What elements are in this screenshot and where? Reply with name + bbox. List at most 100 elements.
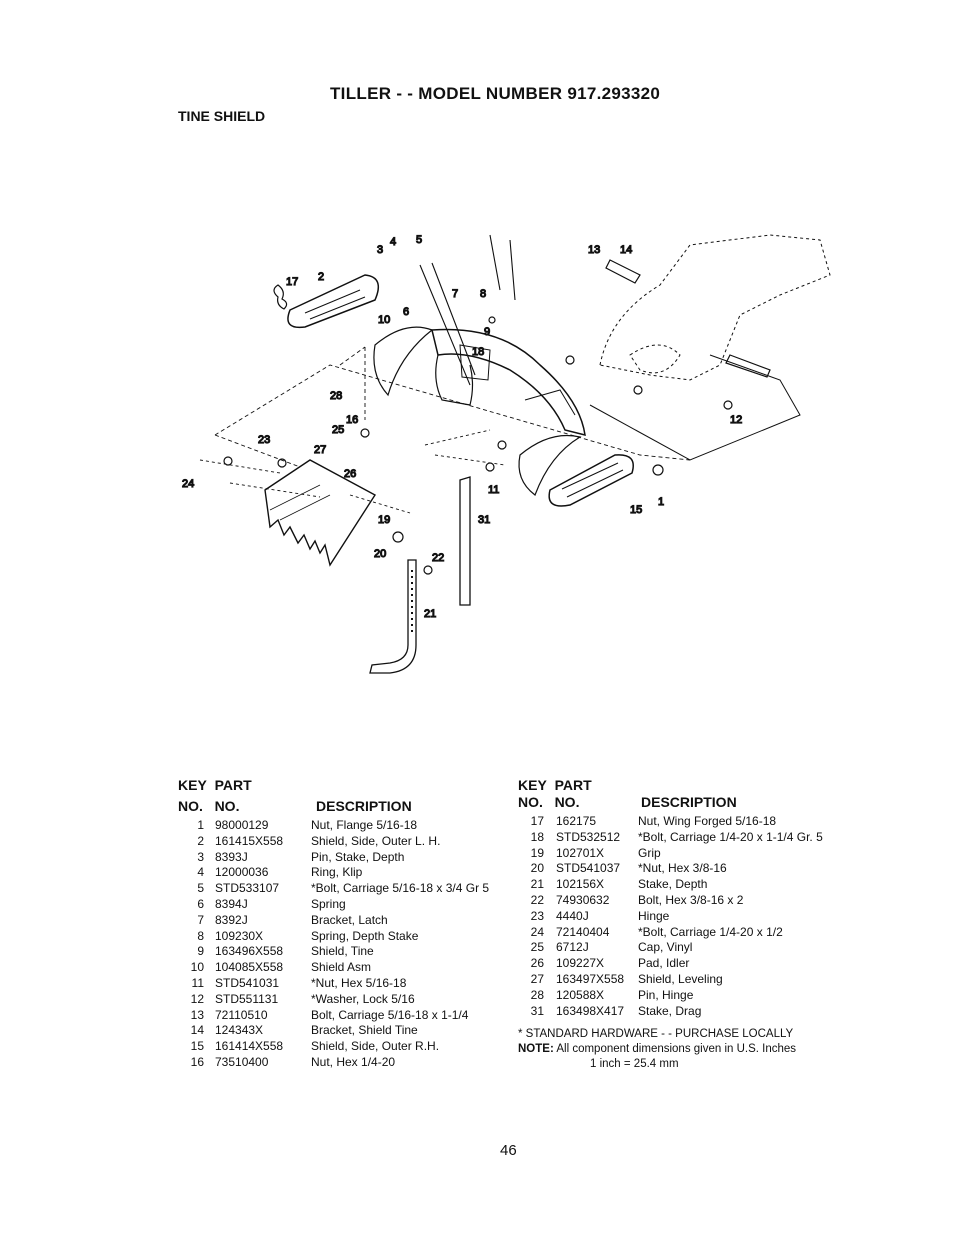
part-description: Pin, Hinge <box>638 987 694 1002</box>
section-title: TINE SHIELD <box>178 108 266 124</box>
part-description: Hinge <box>638 908 670 923</box>
key-number: 4 <box>197 865 204 880</box>
part-description: Bracket, Latch <box>311 912 388 927</box>
note-text: All component dimensions given in U.S. I… <box>556 1043 797 1055</box>
key-number: 2 <box>197 833 204 848</box>
part-number: 8392J <box>215 912 248 927</box>
header-no2: NO. <box>554 794 580 810</box>
callout-8: 8 <box>480 288 486 300</box>
callout-27: 27 <box>314 444 326 456</box>
dimension-note: NOTE: All component dimensions given in … <box>518 1042 796 1057</box>
table-row: 9 163496X558 Shield, Tine <box>178 944 489 960</box>
key-number: 25 <box>530 940 544 955</box>
part-description: Shield, Side, Outer R.H. <box>311 1039 440 1054</box>
key-number: 28 <box>530 987 544 1002</box>
callout-25: 25 <box>332 424 344 436</box>
key-number: 31 <box>530 1003 544 1018</box>
callout-14: 14 <box>620 244 632 256</box>
callout-13: 13 <box>588 244 600 256</box>
part-description: Bolt, Hex 3/8-16 x 2 <box>638 892 744 907</box>
key-number: 15 <box>190 1039 204 1054</box>
right-header-no: NO. NO. <box>518 793 579 811</box>
key-number: 8 <box>197 928 204 943</box>
part-description: Shield, Tine <box>311 944 374 959</box>
part-number: STD533107 <box>215 881 280 896</box>
right-header-key: KEY PART <box>518 776 592 794</box>
key-number: 19 <box>530 845 544 860</box>
part-number: 104085X558 <box>215 960 284 975</box>
key-number: 23 <box>530 908 544 923</box>
standard-hardware-note: * STANDARD HARDWARE - - PURCHASE LOCALLY <box>518 1028 794 1040</box>
key-number: 20 <box>530 861 544 876</box>
exploded-parts-diagram: 1 2 3 4 5 6 7 8 9 10 11 12 13 14 15 16 1… <box>181 233 831 674</box>
callout-10: 10 <box>378 314 390 326</box>
part-description: Nut, Flange 5/16-18 <box>311 818 418 832</box>
part-description: Pad, Idler <box>638 956 690 971</box>
part-description: *Washer, Lock 5/16 <box>311 991 415 1006</box>
callout-2: 2 <box>318 271 324 283</box>
header-key: KEY <box>178 777 207 793</box>
part-description: Spring, Depth Stake <box>311 928 419 943</box>
part-description: Ring, Klip <box>311 865 363 880</box>
part-description: Bracket, Shield Tine <box>311 1023 418 1038</box>
part-number: 124343X <box>215 1023 264 1038</box>
part-description: Bolt, Carriage 5/16-18 x 1-1/4 <box>311 1007 469 1022</box>
key-number: 13 <box>190 1007 204 1022</box>
part-description: Shield, Side, Outer L. H. <box>311 833 441 848</box>
part-number: 102156X <box>556 877 605 892</box>
key-number: 6 <box>197 896 204 911</box>
left-header-no: NO. NO. <box>178 797 239 815</box>
part-description: Cap, Vinyl <box>638 940 693 955</box>
part-number: 73510400 <box>215 1054 269 1069</box>
part-number: 163496X558 <box>215 944 284 959</box>
part-number: STD532512 <box>556 829 621 844</box>
callout-22: 22 <box>432 552 444 564</box>
callout-18: 18 <box>472 346 484 358</box>
part-number: STD541037 <box>556 861 621 876</box>
part-number: 161415X558 <box>215 833 284 848</box>
part-description: *Bolt, Carriage 1/4-20 x 1-1/4 Gr. 5 <box>638 829 823 844</box>
part-description: Grip <box>638 845 661 860</box>
part-description: Spring <box>311 896 346 911</box>
callout-4: 4 <box>390 236 396 248</box>
part-description: *Nut, Hex 5/16-18 <box>311 975 407 990</box>
key-number: 1 <box>197 818 204 832</box>
key-number: 9 <box>197 944 204 959</box>
part-description: Nut, Hex 1/4-20 <box>311 1054 396 1069</box>
callout-19: 19 <box>378 514 390 526</box>
callout-16: 16 <box>346 414 358 426</box>
key-number: 27 <box>530 971 544 986</box>
callout-15: 15 <box>630 504 642 516</box>
header-key: KEY <box>518 777 547 793</box>
key-number: 21 <box>530 877 544 892</box>
part-description: Pin, Stake, Depth <box>311 849 405 864</box>
part-description: Stake, Drag <box>638 1003 702 1018</box>
key-number: 24 <box>530 924 544 939</box>
callout-20: 20 <box>374 548 386 560</box>
header-no2: NO. <box>214 798 240 814</box>
part-description: Shield Asm <box>311 960 372 975</box>
part-number: STD551131 <box>215 991 279 1006</box>
key-number: 5 <box>197 881 204 896</box>
part-number: 74930632 <box>556 892 610 907</box>
right-header-description: DESCRIPTION <box>641 794 737 810</box>
part-number: 162175 <box>556 814 597 828</box>
part-number: STD541031 <box>215 975 280 990</box>
